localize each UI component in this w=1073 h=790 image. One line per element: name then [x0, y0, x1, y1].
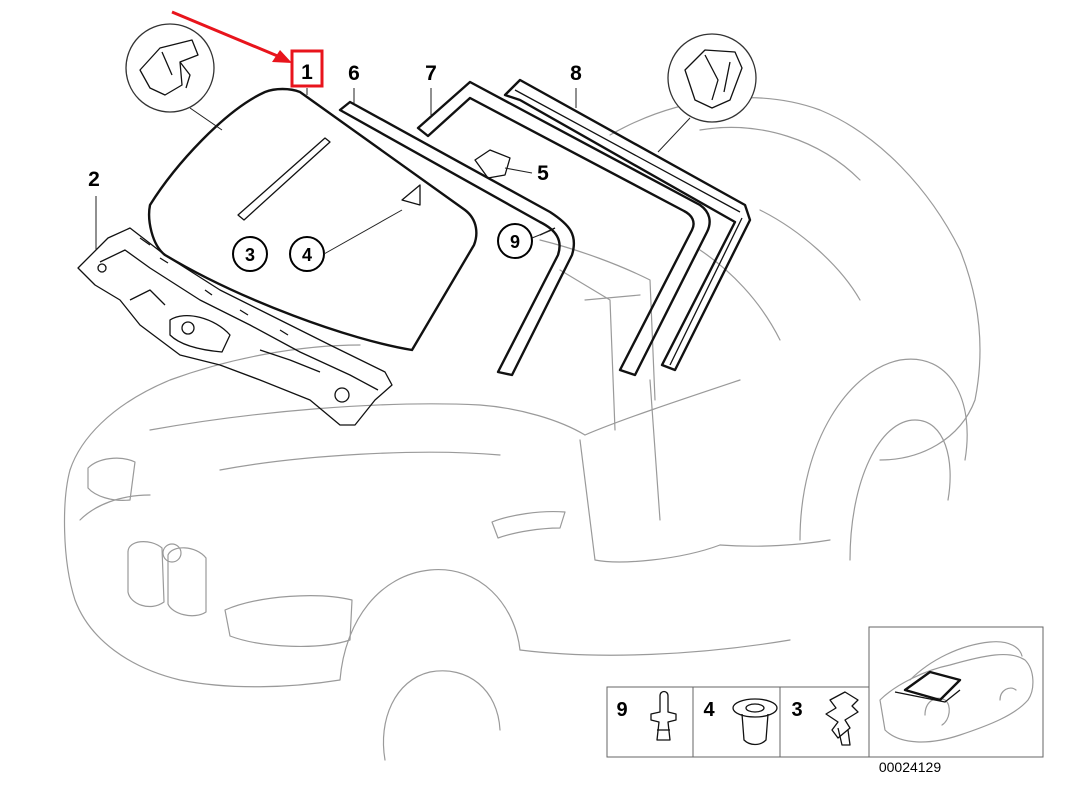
legend-number-9: 9 [616, 699, 627, 721]
callout-7: 7 [425, 62, 437, 115]
callout-label-7: 7 [425, 62, 437, 85]
pad-part-5 [474, 149, 511, 179]
diagram-reference-number: 00024129 [879, 759, 942, 775]
callout-label-1: 1 [301, 61, 313, 84]
callout-6: 6 [348, 62, 360, 103]
moulding-part-6 [338, 100, 576, 377]
expanding-rivet-icon [650, 690, 677, 741]
circled-callout-4: 4 [289, 209, 403, 272]
callout-label-5: 5 [537, 162, 549, 185]
clip-icon [825, 691, 859, 746]
callout-1: 1 [290, 49, 324, 95]
callout-8: 8 [570, 62, 582, 108]
callout-5: 5 [504, 162, 549, 185]
detail-circle-left [125, 23, 223, 131]
circled-label-3: 3 [245, 245, 255, 265]
callout-2: 2 [88, 168, 100, 250]
vehicle-thumbnail [868, 626, 1044, 758]
callout-label-8: 8 [570, 62, 582, 85]
circled-label-4: 4 [302, 245, 312, 265]
callout-label-6: 6 [348, 62, 360, 85]
grommet-icon [732, 698, 778, 746]
highlight-box [290, 49, 324, 88]
circled-callout-9: 9 [497, 223, 553, 259]
seal-part-7 [416, 80, 711, 377]
windshield-part [148, 87, 478, 352]
highlight-arrow [171, 10, 292, 63]
callout-label-2: 2 [88, 168, 100, 191]
circled-label-9: 9 [510, 232, 520, 252]
circled-callout-3: 3 [232, 236, 268, 272]
legend-number-4: 4 [703, 699, 715, 721]
car-body-outline [63, 97, 981, 761]
fastener-legend: 9 4 3 [606, 686, 870, 758]
detail-circle-right [657, 33, 757, 153]
frame-seal-part-8 [503, 78, 752, 372]
legend-number-3: 3 [791, 699, 802, 721]
